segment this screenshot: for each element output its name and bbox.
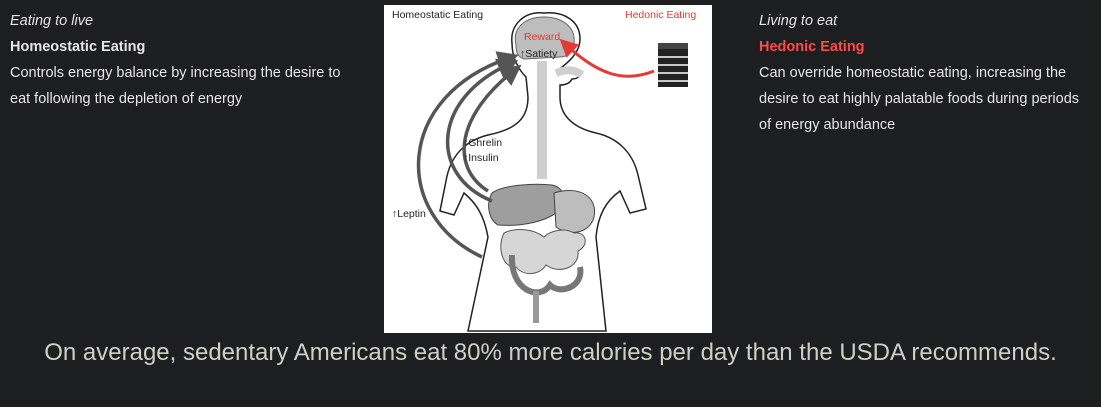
body-outline xyxy=(439,12,647,332)
homeostatic-tagline: Eating to live xyxy=(10,13,94,29)
hedonic-description: Can override homeostatic eating, increas… xyxy=(759,65,1080,133)
arrow-hedonic xyxy=(559,38,655,78)
homeostatic-heading: Homeostatic Eating xyxy=(10,39,146,55)
leptin-label: ↑Leptin xyxy=(392,208,426,220)
stomach xyxy=(553,189,596,233)
homeostatic-eating-label: Homeostatic Eating xyxy=(392,9,484,21)
hedonic-heading: Hedonic Eating xyxy=(759,39,865,55)
arrow-ghrelin xyxy=(445,58,519,203)
ghrelin-label: ↑Ghrelin xyxy=(463,137,503,149)
body-illustration xyxy=(416,12,688,332)
eating-diagram: Homeostatic Eating Hedonic Eating Reward… xyxy=(384,5,712,333)
reward-label: Reward xyxy=(524,31,561,43)
arrow-insulin xyxy=(462,64,522,193)
bottom-caption: On average, sedentary Americans eat 80% … xyxy=(44,339,1057,366)
liver xyxy=(488,183,565,226)
hedonic-panel: Living to eat Hedonic Eating Can overrid… xyxy=(759,8,1094,138)
homeostatic-description: Controls energy balance by increasing th… xyxy=(10,65,341,107)
hedonic-tagline: Living to eat xyxy=(759,13,838,29)
arrow-leptin xyxy=(416,51,519,259)
cake-icon xyxy=(658,43,688,87)
satiety-label: ↑Satiety xyxy=(520,48,558,60)
colon xyxy=(508,254,584,296)
hedonic-eating-label: Hedonic Eating xyxy=(625,9,697,21)
throat xyxy=(554,66,585,79)
homeostatic-panel: Eating to live Homeostatic Eating Contro… xyxy=(10,8,350,112)
intestines xyxy=(500,229,586,274)
insulin-label: ↑Insulin xyxy=(463,152,499,164)
